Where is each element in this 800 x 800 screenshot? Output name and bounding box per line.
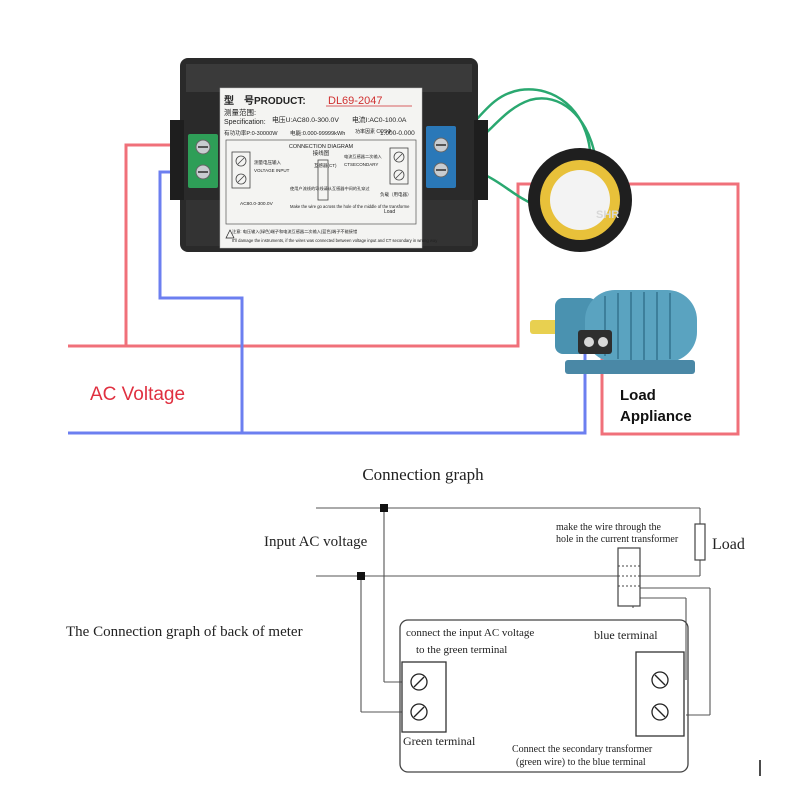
wire-note-cn: 使用户流线的导线请从互感器中间的孔穿过 — [290, 185, 370, 192]
current-transformer: SHR — [528, 148, 632, 252]
current-spec: 电流I:AC0-100.0A — [352, 115, 407, 124]
diagram-title: CONNECTION DIAGRAM — [289, 144, 354, 150]
junction-top — [380, 504, 388, 512]
voltage-spec: 电压U:AC80.0-300.0V — [272, 115, 339, 124]
connect-note-line1: connect the input AC voltage — [406, 627, 534, 639]
wire-note: Make the wire go across the hole of the … — [290, 204, 410, 209]
ct-note-line2: hole in the current transformer — [556, 534, 679, 545]
specification-label: Specification: — [224, 119, 266, 126]
product-prefix: 型 号PRODUCT: — [224, 94, 306, 107]
load-mini: Load — [384, 209, 395, 215]
meter-label: 型 号PRODUCT: DL69-2047 测量范围: Specificatio… — [219, 87, 438, 249]
warning-text: It'll damage the instruments, if the wir… — [232, 238, 438, 243]
green-terminal-block — [188, 134, 218, 188]
schematic-blue-terminal — [635, 651, 685, 737]
power-spec: 有功功率P:0-30000W — [224, 129, 278, 137]
warning-icon — [225, 229, 235, 239]
connect-note-line2: to the green terminal — [416, 644, 507, 656]
ac-voltage-label: AC Voltage — [90, 384, 185, 405]
load-label: Load — [712, 536, 745, 553]
load-appliance-line2: Appliance — [620, 408, 692, 425]
junction-bottom — [357, 572, 365, 580]
secondary-note-line1: Connect the secondary transformer — [512, 744, 653, 755]
input-ac-voltage-label: Input AC voltage — [264, 534, 368, 550]
pf-label: 功率因素 COSΦ — [355, 128, 391, 135]
pf-value: 1.000-0.000 — [380, 130, 415, 137]
blue-terminal-label: blue terminal — [594, 628, 658, 642]
warning-cn: 注意: 电压输入(绿色)端子和电流互感器二次输入(蓝色)端子不能接错 — [232, 228, 357, 235]
schematic-green-terminal — [401, 661, 447, 733]
ct-secondary: CTSECONDARY — [344, 162, 378, 167]
voltage-input-cn: 测量电压输入 — [254, 159, 281, 166]
back-of-meter-label: The Connection graph of back of meter — [66, 624, 303, 640]
load-resistor-icon — [694, 523, 706, 561]
load-cn: 负载（用电器） — [380, 191, 412, 198]
blue-terminal-block — [426, 126, 456, 188]
diagram-title-cn: 接线图 — [313, 149, 330, 157]
voltage-range: AC80.0-300.0V — [240, 201, 274, 207]
voltage-input: VOLTAGE INPUT — [254, 168, 290, 173]
schematic-ct-icon — [617, 547, 641, 607]
range-cn: 测量范围: — [224, 107, 256, 117]
ct-secondary-cn: 电流互感器二次输入 — [344, 153, 383, 160]
green-terminal-label: Green terminal — [403, 734, 476, 748]
ct-note-line1: make the wire through the — [556, 522, 662, 533]
motor-icon — [530, 290, 697, 374]
load-appliance-line1: Load — [620, 387, 656, 404]
energy-spec: 电能:0.000-99999kWh — [290, 129, 345, 137]
ct-brand: SHR — [596, 209, 619, 221]
meter-back-outline — [399, 619, 689, 773]
model-number: DL69-2047 — [328, 95, 382, 107]
secondary-note-line2: (green wire) to the blue terminal — [516, 757, 646, 768]
graph-title: Connection graph — [362, 465, 484, 484]
ct-cn: 互感器(CT) — [314, 162, 337, 169]
